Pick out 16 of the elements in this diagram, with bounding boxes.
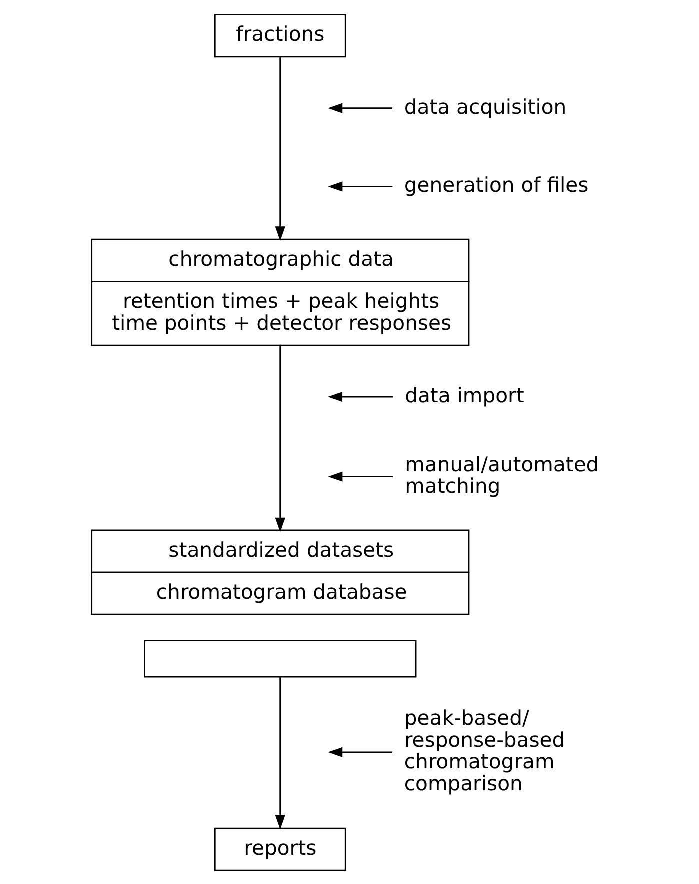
arrow [328, 392, 393, 402]
node-text: data import [404, 383, 524, 408]
arrow [274, 344, 285, 532]
node-box: fractions [214, 14, 346, 58]
arrow [328, 472, 392, 482]
node-box: reports [214, 828, 346, 872]
arrow [274, 56, 285, 242]
node-text: peak-based/ response-based chromatogram comparison [404, 706, 565, 796]
node-text: generation of files [404, 173, 588, 198]
node-text: data acquisition [404, 94, 566, 119]
arrow [274, 678, 285, 830]
node-box [144, 640, 416, 678]
arrow [328, 182, 392, 192]
node-text: manual/automated matching [404, 452, 599, 498]
arrow [328, 103, 392, 114]
arrow [328, 747, 392, 758]
